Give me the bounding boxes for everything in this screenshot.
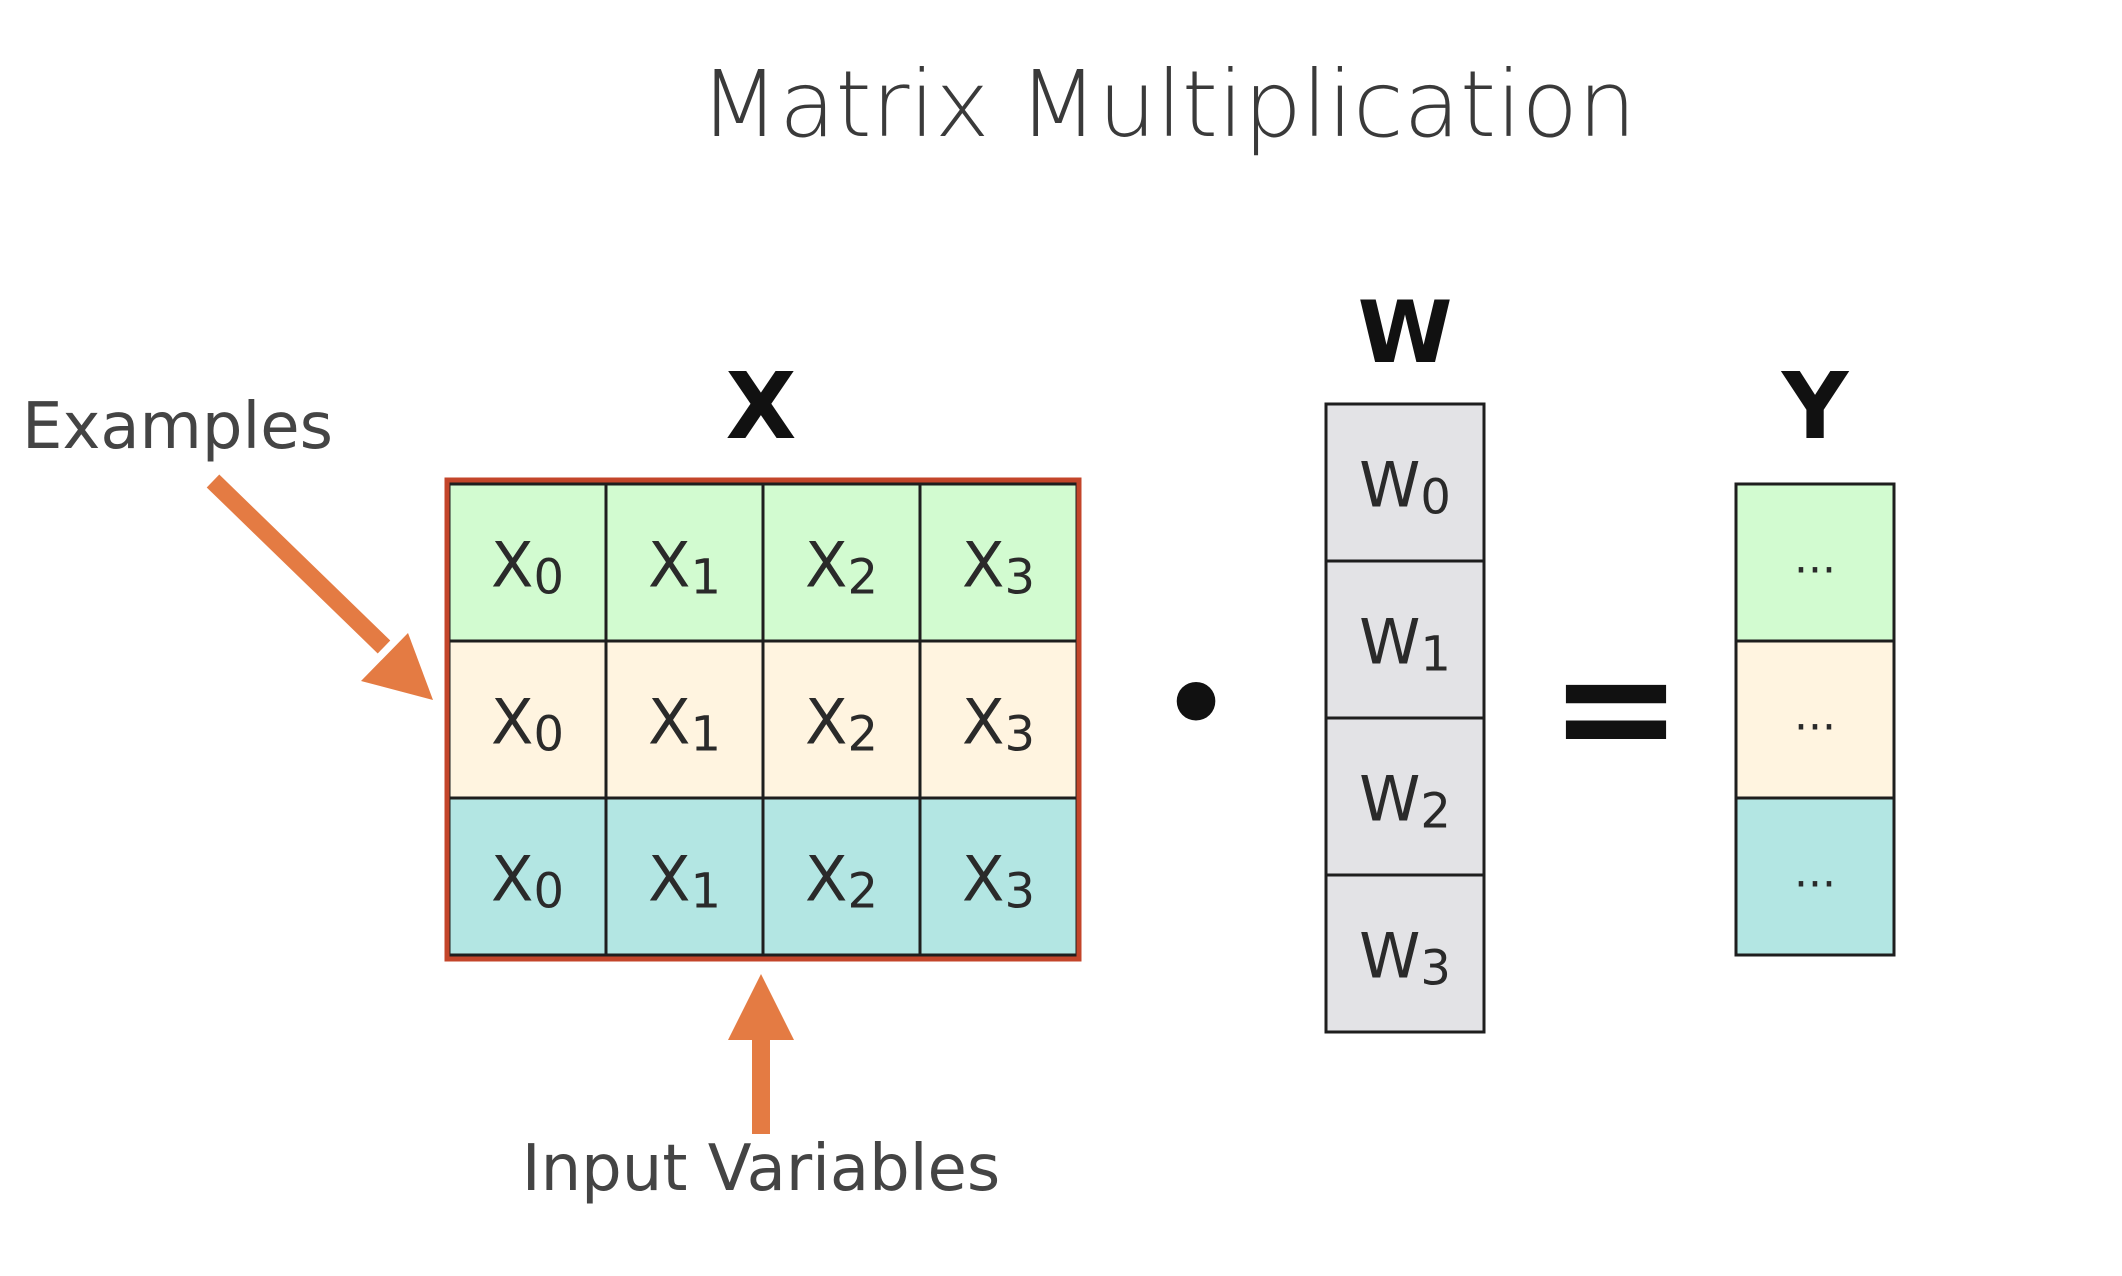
vector-y-label: Y: [1781, 353, 1850, 460]
matrix-x-cell-label: X2: [805, 529, 878, 606]
vector-y-cell: [1734, 796, 1896, 957]
matrix-x-cell: [761, 482, 922, 643]
matrix-x-cell-label-subscript: 2: [847, 550, 878, 606]
matrix-x-cell-label-subscript: 0: [533, 864, 564, 920]
examples-arrow-shaft: [206, 474, 391, 654]
matrix-x-cell-label-subscript: 1: [690, 550, 721, 606]
matrix-x-cell-label-base: X: [648, 529, 690, 602]
matrix-x-cell-label-subscript: 3: [1004, 550, 1035, 606]
matrix-x-cell-label: X0: [491, 686, 564, 763]
matrix-x-cell-label-base: X: [962, 843, 1004, 916]
vector-w-cell-label-base: W: [1359, 920, 1420, 993]
examples-arrow-head: [361, 633, 433, 700]
matrix-x-cell-label: X2: [805, 686, 878, 763]
matrix-x-cell: [918, 796, 1079, 957]
matrix-x-border: [444, 477, 1082, 962]
matrix-x-cell: [447, 796, 608, 957]
matrix-x-cell-label-base: X: [491, 529, 533, 602]
matrix-x-cell-label: X1: [648, 529, 721, 606]
vector-w-cell-label-subscript: 2: [1420, 784, 1451, 840]
matrix-x-cell-label-subscript: 1: [690, 864, 721, 920]
matrix-x-cell-label-base: X: [962, 529, 1004, 602]
input-arrow-head: [728, 974, 794, 1040]
vector-w-label: W: [1358, 283, 1453, 383]
page-title: Matrix Multiplication: [700, 51, 1637, 158]
input-arrow-shaft: [752, 1034, 770, 1134]
matrix-x-cell-label-subscript: 0: [533, 550, 564, 606]
vector-y-cell-label: ...: [1794, 847, 1836, 898]
vector-w-cell: [1324, 716, 1486, 877]
matrix-x-cell-label-subscript: 2: [847, 864, 878, 920]
vector-y: .........: [1734, 482, 1896, 957]
matrix-x-cell-label: X2: [805, 843, 878, 920]
matrix-x-cell-label: X3: [962, 686, 1035, 763]
matrix-x-cell-label-base: X: [648, 843, 690, 916]
matrix-x-cell-label: X0: [491, 529, 564, 606]
vector-w-cell: [1324, 873, 1486, 1034]
matrix-x-cell-label-subscript: 1: [690, 707, 721, 763]
input-variables-label: Input Variables: [522, 1132, 1001, 1206]
vector-w-cell-label: W2: [1359, 763, 1451, 840]
vector-w-cell: [1324, 402, 1486, 563]
vector-y-cell: [1734, 482, 1896, 643]
vector-y-cell: [1734, 639, 1896, 800]
matrix-x-cell-label-subscript: 0: [533, 707, 564, 763]
matrix-x-cell-label: X0: [491, 843, 564, 920]
matrix-x-cell: [604, 482, 765, 643]
matrix-x-cell: [918, 482, 1079, 643]
matrix-x-cell-label-subscript: 2: [847, 707, 878, 763]
matrix-x-cell: [761, 639, 922, 800]
matrix-x-cell-label-subscript: 3: [1004, 707, 1035, 763]
matrix-x-cell-label-base: X: [805, 529, 847, 602]
matrix-x-cell-label: X3: [962, 843, 1035, 920]
matrix-x-cell-label-base: X: [491, 686, 533, 759]
vector-w-cell-label-subscript: 1: [1420, 627, 1451, 683]
vector-w-cell-label: W1: [1359, 606, 1451, 683]
matrix-x-cell-label-base: X: [805, 686, 847, 759]
vector-w-cell-label-subscript: 0: [1420, 470, 1451, 526]
matrix-x-cell-label-base: X: [962, 686, 1004, 759]
matrix-x-cell-label: X1: [648, 843, 721, 920]
vector-y-cell-label: ...: [1794, 690, 1836, 741]
vector-w-cell-label-base: W: [1359, 606, 1420, 679]
vector-w-cell-label-subscript: 3: [1420, 941, 1451, 997]
matrix-x-cell: [604, 796, 765, 957]
dot-operator: •: [1161, 640, 1231, 768]
examples-label: Examples: [22, 390, 333, 464]
vector-w-cell-label-base: W: [1359, 449, 1420, 522]
matrix-x-cell-label: X3: [962, 529, 1035, 606]
matrix-x-cell-label-subscript: 3: [1004, 864, 1035, 920]
matrix-x-cell-label-base: X: [648, 686, 690, 759]
vector-w-cell-label-base: W: [1359, 763, 1420, 836]
vector-y-cell-label: ...: [1794, 533, 1836, 584]
vector-w-cell-label: W0: [1359, 449, 1451, 526]
matrix-x-cell-label: X1: [648, 686, 721, 763]
vector-w-cell-label: W3: [1359, 920, 1451, 997]
matrix-x-cell-label-base: X: [491, 843, 533, 916]
matrix-x-cell-label-base: X: [805, 843, 847, 916]
matrix-x-cell: [761, 796, 922, 957]
equals-operator: =: [1549, 613, 1683, 800]
matrix-x-label: X: [726, 353, 797, 460]
